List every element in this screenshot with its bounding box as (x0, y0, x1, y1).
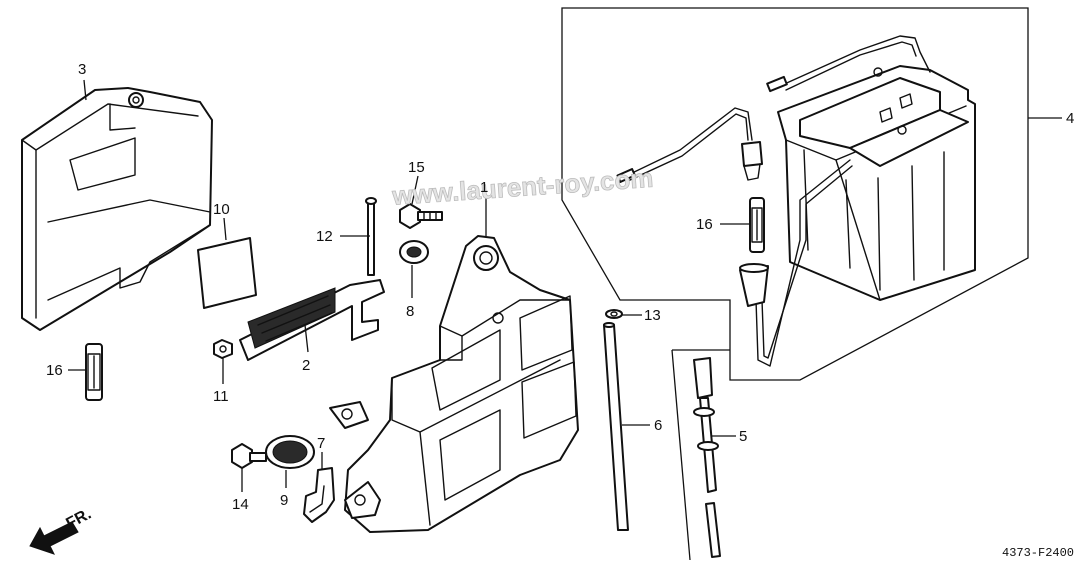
label-sticker (197, 237, 257, 309)
callout-5: 5 (739, 428, 747, 445)
callout-4: 4 (1066, 110, 1074, 127)
battery (777, 65, 976, 301)
fuse-left (85, 343, 103, 401)
callout-14: 14 (232, 496, 249, 513)
watermark: www.laurent-roy.com (390, 163, 654, 211)
arrow-down-left-icon (29, 521, 79, 555)
vent-tube-bracket (671, 349, 730, 561)
leader-3 (83, 79, 87, 101)
leader-15 (411, 175, 419, 205)
drawing-code: 4373-F2400 (1002, 546, 1074, 560)
fuse-holder-cable-top-inner (629, 113, 749, 181)
fuse-holder-cap (741, 141, 763, 181)
positive-terminal-sleeve (766, 75, 788, 93)
callout-13: 13 (644, 307, 661, 324)
rubber-washer (265, 435, 315, 469)
flange-nut (213, 339, 233, 359)
rubber-grommet (399, 240, 429, 264)
callout-15: 15 (408, 159, 425, 176)
flange-bolt-bottom (231, 443, 267, 469)
callout-16-left: 16 (46, 362, 63, 379)
callout-12: 12 (316, 228, 333, 245)
breather-tube (603, 322, 629, 531)
battery-box (329, 235, 579, 533)
callout-1: 1 (480, 179, 488, 196)
cable-clip (303, 467, 335, 523)
fuse-holder-cable-top (629, 107, 753, 175)
fuse-right (749, 197, 765, 253)
flange-bolt-top (399, 203, 443, 229)
callout-10: 10 (213, 201, 230, 218)
callout-2: 2 (302, 357, 310, 374)
callout-6: 6 (654, 417, 662, 434)
callout-8: 8 (406, 303, 414, 320)
tube-clip (605, 309, 623, 319)
long-bolt (365, 197, 377, 276)
fuse-holder-cable-bottom-inner (761, 165, 853, 359)
battery-positive-cable (779, 35, 931, 87)
vent-tube (693, 357, 721, 558)
callout-16-right: 16 (696, 216, 713, 233)
battery-cover (21, 87, 213, 331)
callout-11: 11 (213, 388, 229, 405)
battery-bracket (239, 279, 385, 361)
leader-10 (223, 217, 227, 241)
battery-kit-outline (561, 7, 1029, 381)
battery-positive-cable-inner (785, 41, 917, 91)
leader-2 (304, 324, 309, 353)
callout-9: 9 (280, 492, 288, 509)
fuse-holder-body (739, 263, 769, 307)
callout-3: 3 (78, 61, 86, 78)
cable-terminal (616, 168, 636, 183)
callout-7: 7 (317, 435, 325, 452)
